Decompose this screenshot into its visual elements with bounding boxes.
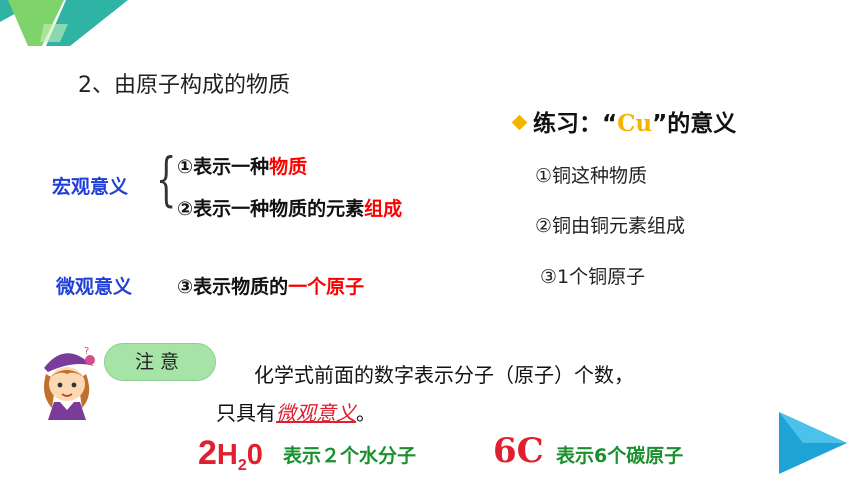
micro-meaning-label: 微观意义 (56, 276, 133, 298)
water-formula-description: 表示２个水分子 (283, 445, 417, 467)
diamond-bullet-icon (511, 114, 528, 131)
play-triangle-icon[interactable] (779, 412, 849, 474)
macro-meaning-2: ②表示一种物质的元素组成 (177, 198, 403, 220)
exercise-item: ③1个铜原子 (540, 266, 646, 288)
note-line-1: 化学式前面的数字表示分子（原子）个数， (254, 363, 634, 387)
carbon-formula: 6C (493, 431, 544, 471)
macro-meaning-label: 宏观意义 (52, 176, 129, 198)
section-title: 2、由原子构成的物质 (78, 73, 290, 98)
exercise-heading: 练习：“Cu”的意义 (510, 104, 736, 138)
brace-icon: { (156, 145, 177, 213)
carbon-formula-description: 表示6个碳原子 (556, 445, 684, 467)
exercise-item: ②铜由铜元素组成 (535, 215, 686, 237)
cartoon-girl-icon: ? (44, 346, 95, 420)
svg-text:?: ? (84, 346, 89, 357)
water-formula: 2H20 (198, 434, 263, 474)
macro-meaning-1: ①表示一种物质 (177, 156, 308, 178)
note-line-2: 只具有微观意义。 (216, 401, 376, 425)
micro-meaning-3: ③表示物质的一个原子 (177, 276, 365, 298)
note-badge: 注意 (104, 343, 216, 381)
corner-decoration-icon (0, 0, 128, 46)
exercise-item: ①铜这种物质 (535, 165, 648, 187)
